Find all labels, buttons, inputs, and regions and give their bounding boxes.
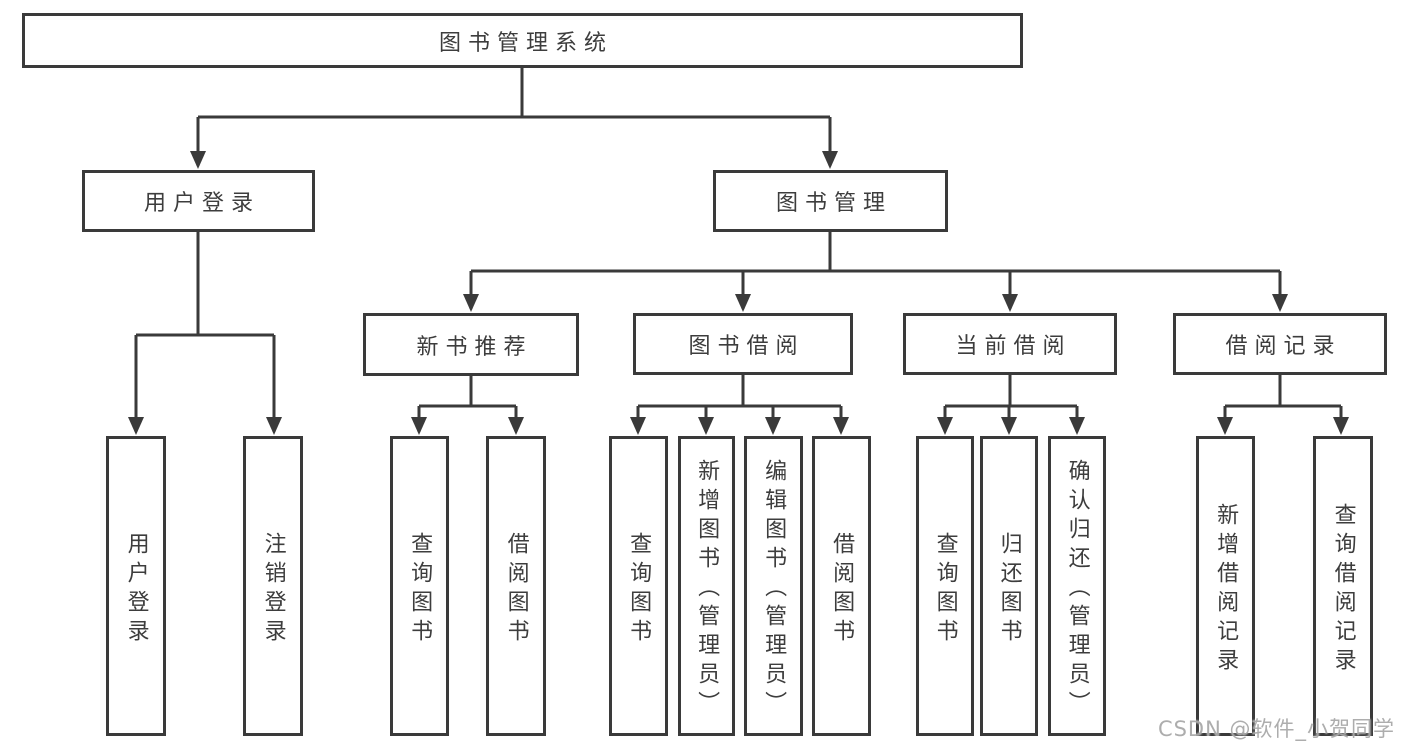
node-current-borrow: 当前借阅 — [903, 313, 1117, 375]
node-current-borrow-label: 当前借阅 — [955, 334, 1072, 359]
leaf-confirm-return-admin-label: 确认归还（管理员） — [1064, 459, 1090, 720]
leaf-user-login-label: 用户登录 — [123, 531, 149, 648]
leaf-add-borrow-record-label: 新增借阅记录 — [1213, 502, 1239, 677]
csdn-watermark: CSDN @软件_小贺同学 — [1157, 717, 1395, 741]
leaf-recommend-query-book: 查询图书 — [390, 436, 449, 736]
leaf-borrow-book-label: 借阅图书 — [829, 531, 855, 648]
leaf-edit-book-admin-label: 编辑图书（管理员） — [761, 459, 787, 720]
node-borrow-record: 借阅记录 — [1173, 313, 1387, 375]
connector-skeleton — [136, 68, 1341, 408]
node-root: 图书管理系统 — [22, 13, 1023, 68]
leaf-logout: 注销登录 — [243, 436, 303, 736]
leaf-add-book-admin-label: 新增图书（管理员） — [694, 459, 720, 720]
leaf-add-book-admin: 新增图书（管理员） — [678, 436, 735, 736]
arrows-leaves — [128, 335, 1349, 435]
leaf-recommend-query-book-label: 查询图书 — [407, 531, 433, 648]
leaf-query-borrow-record-label: 查询借阅记录 — [1330, 502, 1356, 677]
arrows-level2 — [190, 117, 838, 169]
leaf-confirm-return-admin: 确认归还（管理员） — [1048, 436, 1106, 736]
leaf-return-book: 归还图书 — [980, 436, 1038, 736]
leaf-recommend-borrow-book-label: 借阅图书 — [503, 531, 529, 648]
leaf-current-query-book: 查询图书 — [916, 436, 974, 736]
node-root-label: 图书管理系统 — [438, 30, 613, 56]
node-user-login-module: 用户登录 — [82, 170, 315, 232]
leaf-borrow-book: 借阅图书 — [812, 436, 871, 736]
leaf-edit-book-admin: 编辑图书（管理员） — [744, 436, 803, 736]
leaf-recommend-borrow-book: 借阅图书 — [486, 436, 546, 736]
leaf-borrow-query-book: 查询图书 — [609, 436, 668, 736]
node-book-borrow: 图书借阅 — [633, 313, 853, 375]
leaf-borrow-query-book-label: 查询图书 — [626, 531, 652, 648]
node-new-book-recommend: 新书推荐 — [363, 313, 579, 376]
node-book-borrow-label: 图书借阅 — [688, 334, 805, 359]
leaf-return-book-label: 归还图书 — [996, 531, 1022, 648]
leaf-logout-label: 注销登录 — [260, 531, 286, 648]
arrows-level3 — [463, 271, 1288, 312]
leaf-current-query-book-label: 查询图书 — [932, 531, 958, 648]
leaf-query-borrow-record: 查询借阅记录 — [1313, 436, 1373, 736]
leaf-add-borrow-record: 新增借阅记录 — [1196, 436, 1255, 736]
node-book-management-module-label: 图书管理 — [775, 191, 892, 216]
node-book-management-module: 图书管理 — [713, 170, 948, 232]
node-borrow-record-label: 借阅记录 — [1225, 334, 1342, 359]
node-user-login-module-label: 用户登录 — [143, 191, 260, 216]
node-new-book-recommend-label: 新书推荐 — [416, 334, 533, 360]
leaf-user-login: 用户登录 — [106, 436, 166, 736]
